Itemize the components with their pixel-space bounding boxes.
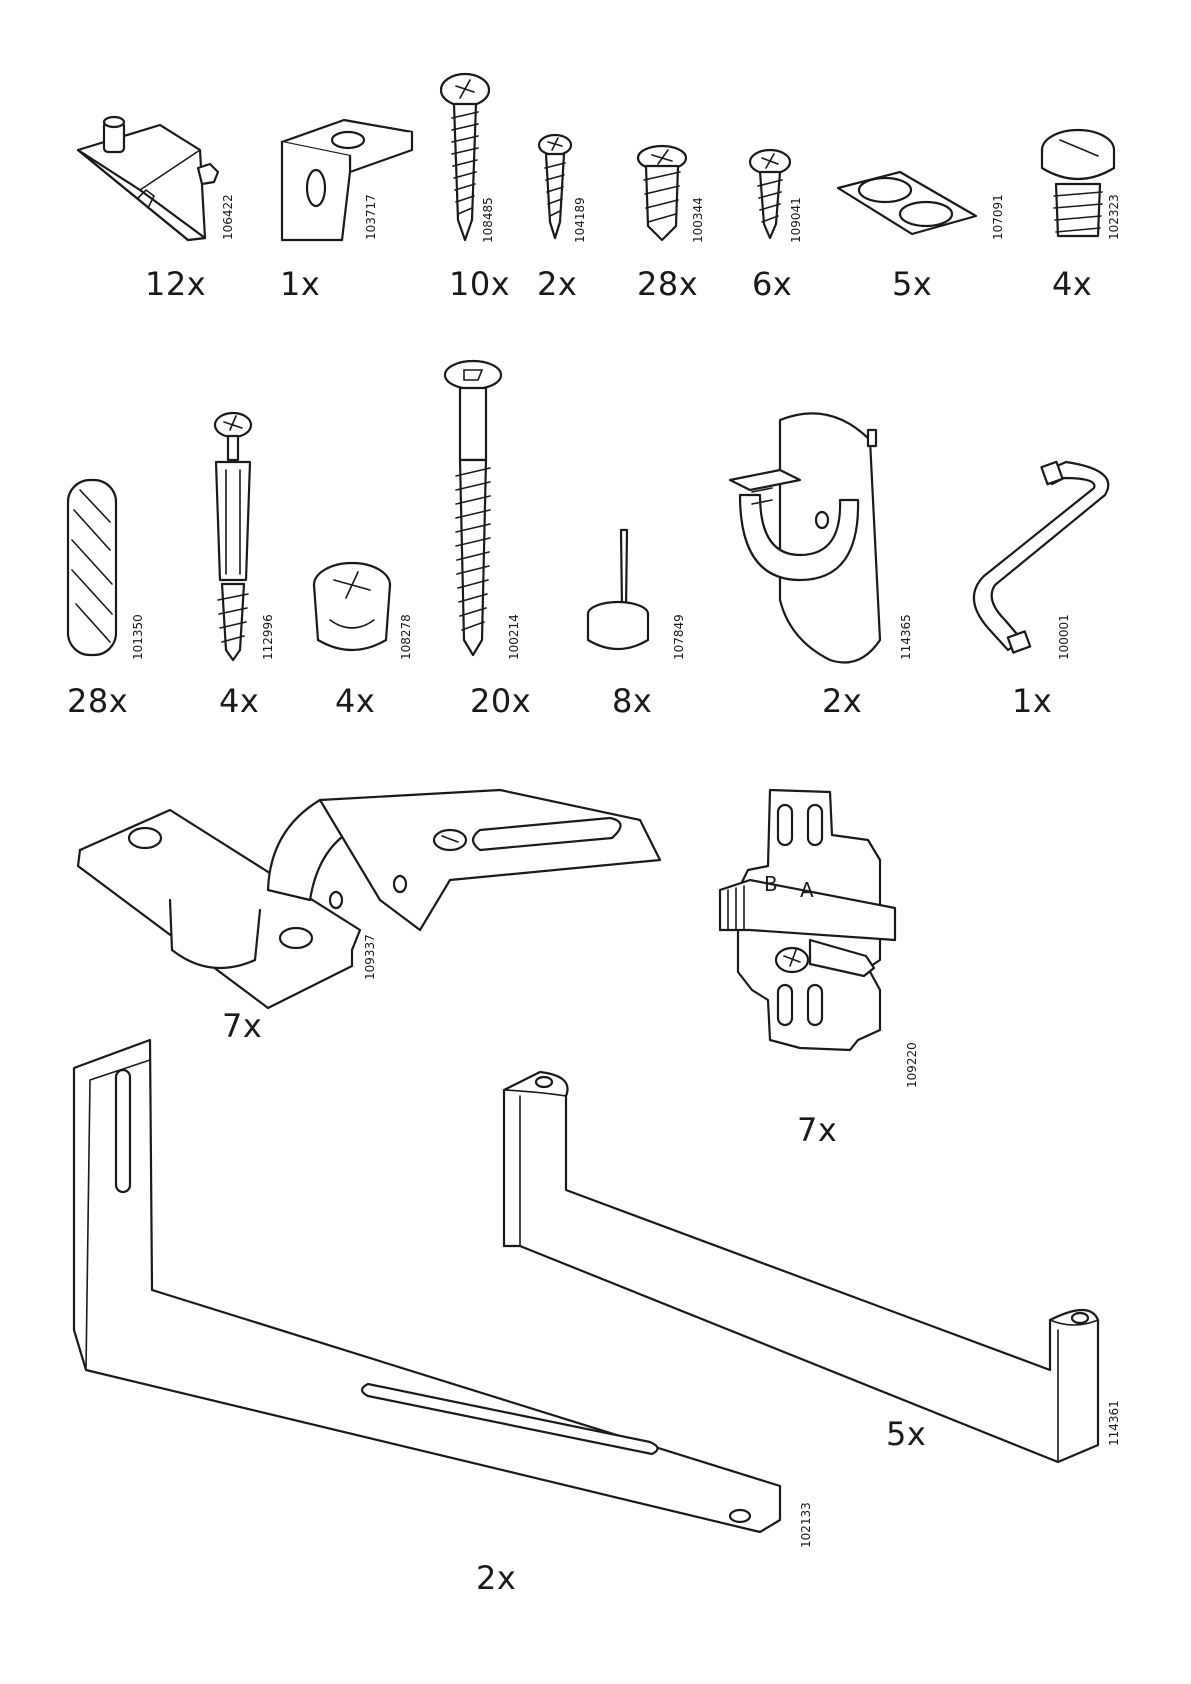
short-screw-part-number: 100344 [691, 197, 705, 243]
cam-lock-qty: 4x [335, 682, 376, 720]
slot-screw-qty: 4x [1052, 265, 1093, 303]
rail-holder-qty: 2x [822, 682, 863, 720]
adhesive-pads-icon [836, 170, 978, 236]
plate-label-b: B [764, 872, 778, 896]
cam-lock-part-number: 108278 [399, 614, 413, 660]
allen-key-icon [972, 460, 1110, 654]
wall-bracket-icon [72, 1038, 782, 1534]
wooden-dowel-qty: 28x [67, 682, 129, 720]
nail-glide-qty: 8x [612, 682, 653, 720]
hex-bolt-part-number: 100214 [507, 614, 521, 660]
flat-screw-part-number: 104189 [573, 197, 587, 243]
small-screw-part-number: 109041 [789, 197, 803, 243]
short-screw-icon [636, 144, 688, 242]
rail-holder-icon [728, 412, 882, 664]
flat-screw-icon [537, 133, 573, 240]
allen-key-qty: 1x [1012, 682, 1053, 720]
mounting-plate-icon [718, 788, 897, 1052]
corner-bracket-part-number: 103717 [364, 194, 378, 240]
adhesive-pads-part-number: 107091 [991, 194, 1005, 240]
plate-label-a: A [800, 878, 814, 902]
mounting-plate-part-number: 109220 [905, 1042, 919, 1088]
nail-glide-icon [586, 528, 650, 650]
hex-bolt-qty: 20x [470, 682, 532, 720]
small-screw-icon [748, 148, 792, 240]
shelf-support-icon [76, 115, 220, 242]
long-wood-screw-icon [439, 72, 491, 242]
cam-lock-icon [312, 561, 392, 651]
slot-screw-icon [1040, 128, 1116, 238]
flat-screw-qty: 2x [537, 265, 578, 303]
rail-bar-qty: 5x [886, 1415, 927, 1453]
short-screw-qty: 28x [637, 265, 699, 303]
long-wood-screw-part-number: 108485 [481, 197, 495, 243]
cam-bolt-qty: 4x [219, 682, 260, 720]
allen-key-part-number: 100001 [1057, 614, 1071, 660]
wall-bracket-part-number: 102133 [799, 1502, 813, 1548]
adhesive-pads-qty: 5x [892, 265, 933, 303]
corner-bracket-qty: 1x [280, 265, 321, 303]
shelf-support-part-number: 106422 [221, 194, 235, 240]
mounting-plate-qty: 7x [797, 1111, 838, 1149]
slot-screw-part-number: 102323 [1107, 194, 1121, 240]
cam-bolt-part-number: 112996 [261, 614, 275, 660]
long-wood-screw-qty: 10x [449, 265, 511, 303]
wooden-dowel-part-number: 101350 [131, 614, 145, 660]
nail-glide-part-number: 107849 [672, 614, 686, 660]
hinge-part-number: 109337 [363, 934, 377, 980]
shelf-support-qty: 12x [145, 265, 207, 303]
rail-bar-part-number: 114361 [1107, 1400, 1121, 1446]
hinge-qty: 7x [222, 1007, 263, 1045]
wall-bracket-qty: 2x [476, 1559, 517, 1597]
wooden-dowel-icon [66, 478, 118, 657]
hinge-icon [76, 788, 662, 1010]
cam-bolt-icon [213, 411, 253, 662]
small-screw-qty: 6x [752, 265, 793, 303]
rail-holder-part-number: 114365 [899, 614, 913, 660]
corner-bracket-icon [280, 118, 414, 242]
hex-bolt-icon [443, 359, 503, 657]
rail-bar-icon [502, 1070, 1100, 1464]
